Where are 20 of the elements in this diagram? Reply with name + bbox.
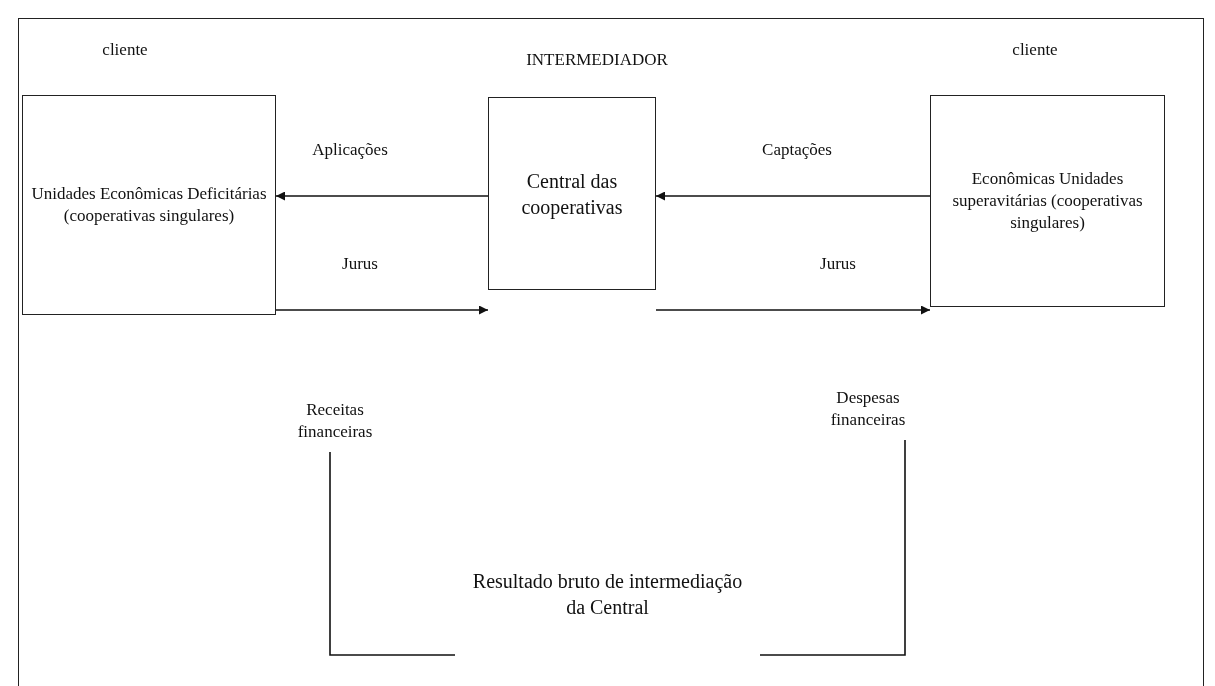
node-text: Resultado bruto de intermediação da Central (471, 569, 744, 620)
arrow (655, 191, 931, 201)
node-text: Unidades Econômicas Deficitárias (cooperativas singulares) (30, 182, 268, 227)
heading-label: INTERMEDIADOR (526, 50, 668, 70)
process-box (22, 95, 276, 315)
arrow (275, 305, 489, 315)
connector-line (759, 439, 906, 656)
arrow (655, 305, 931, 315)
node-text: Econômicas Unidades superavitárias (cooperativas singulares) (951, 167, 1144, 235)
node-text: Central das cooperativas (520, 168, 624, 220)
heading-label: cliente (102, 40, 148, 60)
arrow (275, 191, 489, 201)
process-box (488, 97, 656, 290)
edge-label: Aplicações (310, 140, 390, 160)
edge-label: Captações (760, 140, 834, 160)
node-text: Despesas financeiras (829, 386, 907, 431)
heading-label: cliente (1012, 40, 1058, 60)
connector-line (329, 451, 456, 656)
process-box (930, 95, 1165, 307)
node-text: Receitas financeiras (296, 398, 374, 443)
